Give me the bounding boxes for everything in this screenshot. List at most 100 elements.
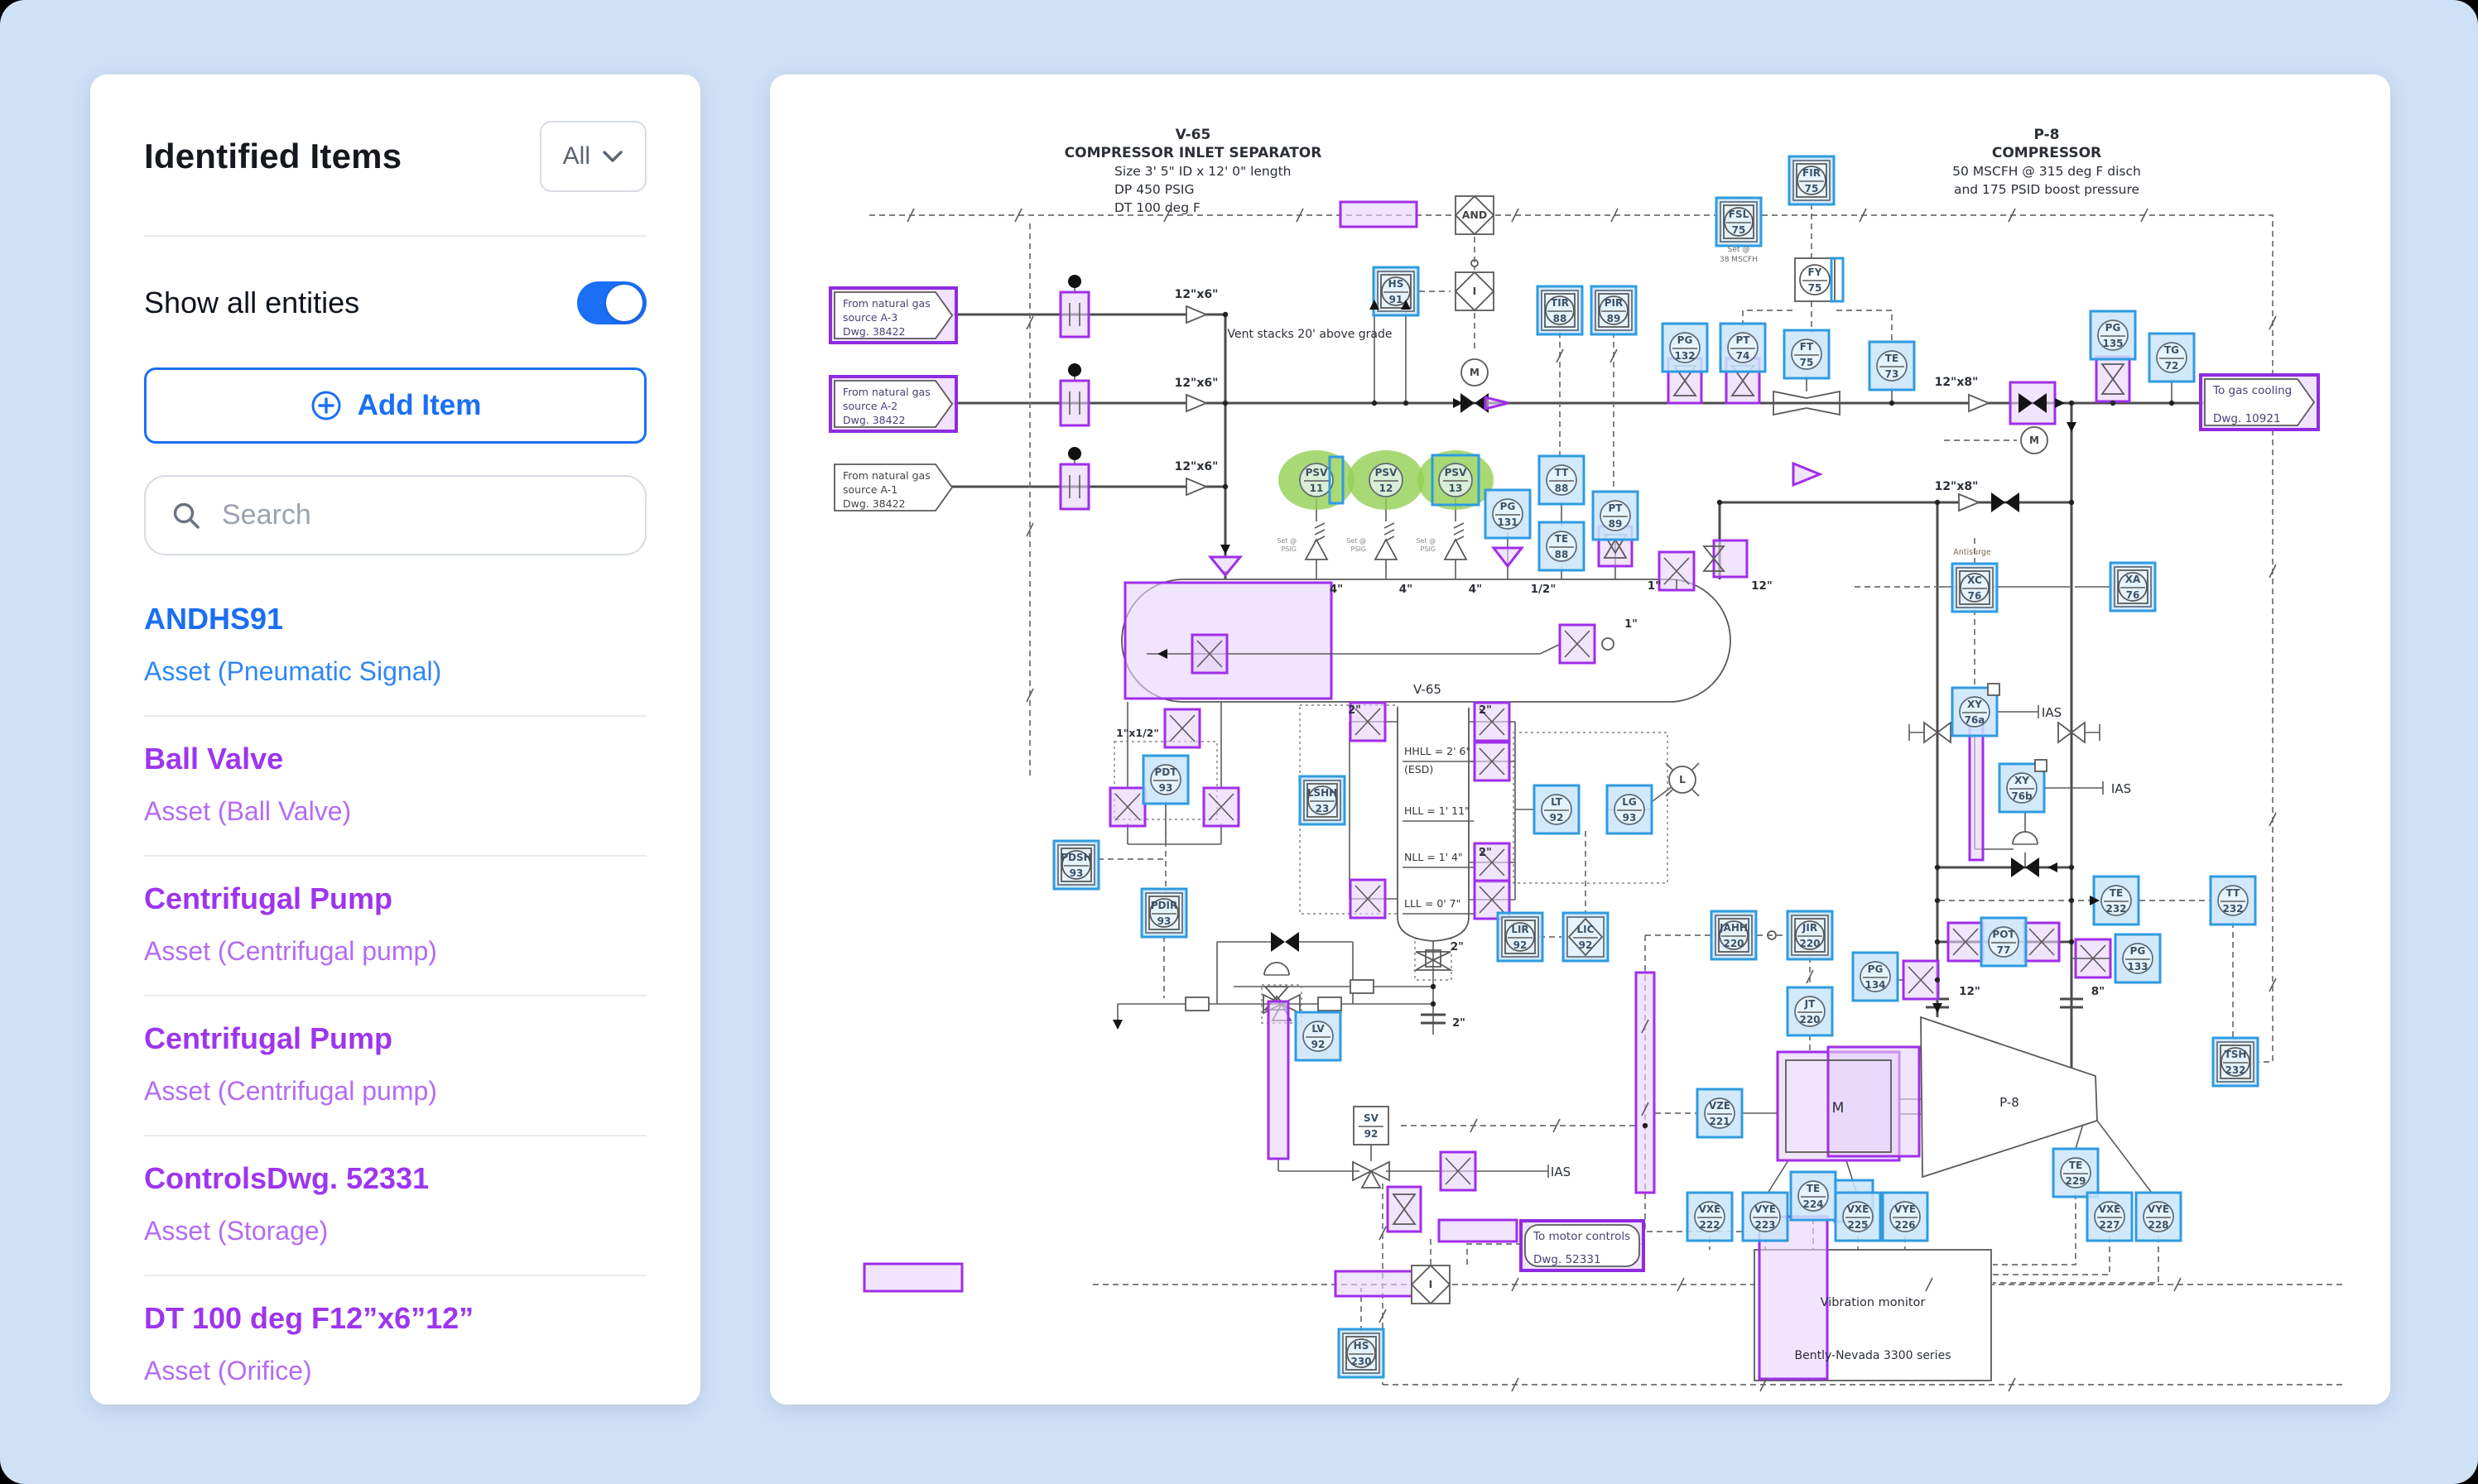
svg-text:1": 1" <box>1648 579 1661 593</box>
item-name: Centrifugal Pump <box>144 881 393 915</box>
svg-text:VYE: VYE <box>2148 1203 2169 1215</box>
add-item-button[interactable]: Add Item <box>144 367 647 444</box>
svg-text:To motor controls: To motor controls <box>1533 1230 1630 1243</box>
svg-text:TSH: TSH <box>2225 1049 2247 1060</box>
svg-text:FT: FT <box>1800 341 1814 353</box>
pid-diagram[interactable]: HHLL = 2' 6"(ESD)HLL = 1' 11"NLL = 1' 4"… <box>770 74 2390 1405</box>
pid-viewer[interactable]: HHLL = 2' 6"(ESD)HLL = 1' 11"NLL = 1' 4"… <box>770 74 2390 1405</box>
svg-text:75: 75 <box>1732 224 1746 236</box>
svg-text:HHLL = 2' 6": HHLL = 2' 6" <box>1404 745 1470 757</box>
search-input[interactable] <box>220 498 620 532</box>
svg-text:PSV: PSV <box>1375 467 1398 478</box>
tag-hs-91[interactable]: HS91 <box>1372 266 1420 317</box>
svg-text:FIR: FIR <box>1802 167 1821 179</box>
svg-text:HS: HS <box>1388 278 1404 290</box>
svg-text:JAHH: JAHH <box>1719 922 1748 934</box>
svg-text:FY: FY <box>1808 267 1822 278</box>
tag-l[interactable]: L <box>1668 766 1696 794</box>
item-subtitle: Asset (Centrifugal pump) <box>144 1076 437 1106</box>
svg-text:Dwg. 10921: Dwg. 10921 <box>2213 412 2281 425</box>
filter-dropdown[interactable]: All <box>539 121 647 192</box>
svg-text:PG: PG <box>1868 963 1884 975</box>
toggle-knob <box>606 285 642 321</box>
list-item[interactable]: DT 100 deg F12”x6”12”Asset (Orifice) <box>144 1276 647 1414</box>
svg-text:TG: TG <box>2164 344 2179 356</box>
tag-and[interactable]: AND <box>1454 195 1495 236</box>
svg-text:2": 2" <box>1348 704 1361 717</box>
tag-i[interactable]: I <box>1454 271 1495 312</box>
tag-m[interactable]: M <box>2020 426 2048 454</box>
tag-m[interactable]: M <box>1460 358 1489 387</box>
svg-text:VXE: VXE <box>1699 1203 1721 1215</box>
show-all-entities-toggle[interactable] <box>577 281 647 324</box>
svg-text:38 MSCFH: 38 MSCFH <box>1720 256 1758 264</box>
tag-i[interactable]: I <box>1410 1264 1451 1305</box>
svg-text:PSV: PSV <box>1306 467 1328 478</box>
svg-text:229: 229 <box>2065 1175 2086 1187</box>
svg-text:12": 12" <box>1751 579 1773 593</box>
item-subtitle: Asset (Storage) <box>144 1216 329 1246</box>
svg-text:76: 76 <box>1968 590 1982 602</box>
svg-text:88: 88 <box>1553 313 1567 324</box>
svg-text:TE: TE <box>2110 887 2123 899</box>
search-box[interactable] <box>144 475 647 555</box>
svg-text:XY: XY <box>1967 699 1982 710</box>
